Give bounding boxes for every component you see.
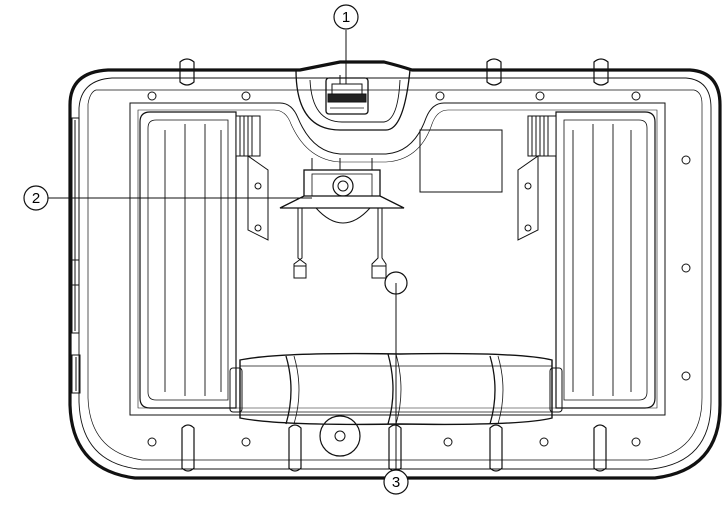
callout-1-number: 1: [342, 9, 350, 26]
top-tabs: [179, 58, 609, 86]
bottom-port: [319, 415, 361, 457]
right-hinge: [517, 115, 557, 241]
label-area: [419, 129, 503, 193]
bottom-tabs: [181, 424, 607, 472]
left-hinge: [235, 115, 269, 241]
side-port-strip: [71, 117, 81, 394]
left-stand-frame: [139, 111, 237, 409]
central-mount-bracket: [279, 158, 405, 279]
right-stand-frame: [555, 111, 656, 409]
callout-3-number: 3: [392, 474, 400, 491]
device-housing: [68, 60, 722, 480]
back-panel: [129, 102, 666, 416]
top-connector-module: [295, 69, 411, 131]
callout-2-number: 2: [32, 190, 40, 207]
callout-1: 1: [333, 4, 359, 30]
leader-lines: [48, 30, 397, 470]
callout-3: 3: [383, 469, 409, 495]
callout-2: 2: [23, 185, 49, 211]
screw-holes: [147, 91, 691, 447]
